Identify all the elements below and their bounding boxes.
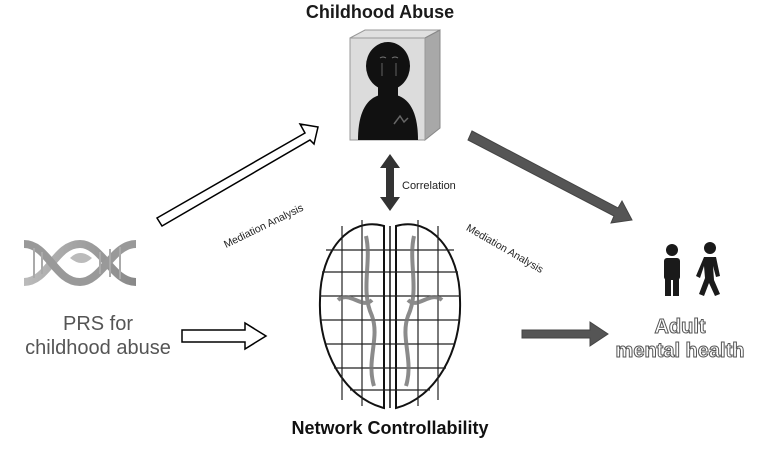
dna-helix-icon xyxy=(23,239,137,287)
arrow-prs-to-abuse xyxy=(155,123,319,228)
prs-label-line2: childhood abuse xyxy=(25,337,171,359)
prs-label-line1: PRS for xyxy=(62,313,134,335)
arrow-prs-to-network xyxy=(181,321,268,351)
adult-label-line1: Adult xyxy=(654,316,706,339)
brain-network-icon xyxy=(318,220,462,410)
arrow-abuse-to-mental-health xyxy=(467,130,633,224)
network-controllability-title: Network Controllability xyxy=(291,418,489,438)
childhood-abuse-title: Childhood Abuse xyxy=(305,2,455,22)
adult-figures-icon xyxy=(664,242,720,296)
adult-mental-health-label: Adult mental health xyxy=(600,315,760,363)
childhood-abuse-image xyxy=(349,29,441,142)
correlation-label: Correlation xyxy=(402,180,456,192)
arrow-network-to-mental-health xyxy=(521,321,609,347)
arrow-correlation xyxy=(380,154,400,211)
prs-label: PRS for childhood abuse xyxy=(18,312,178,360)
adult-label-line2: mental health xyxy=(615,340,745,363)
